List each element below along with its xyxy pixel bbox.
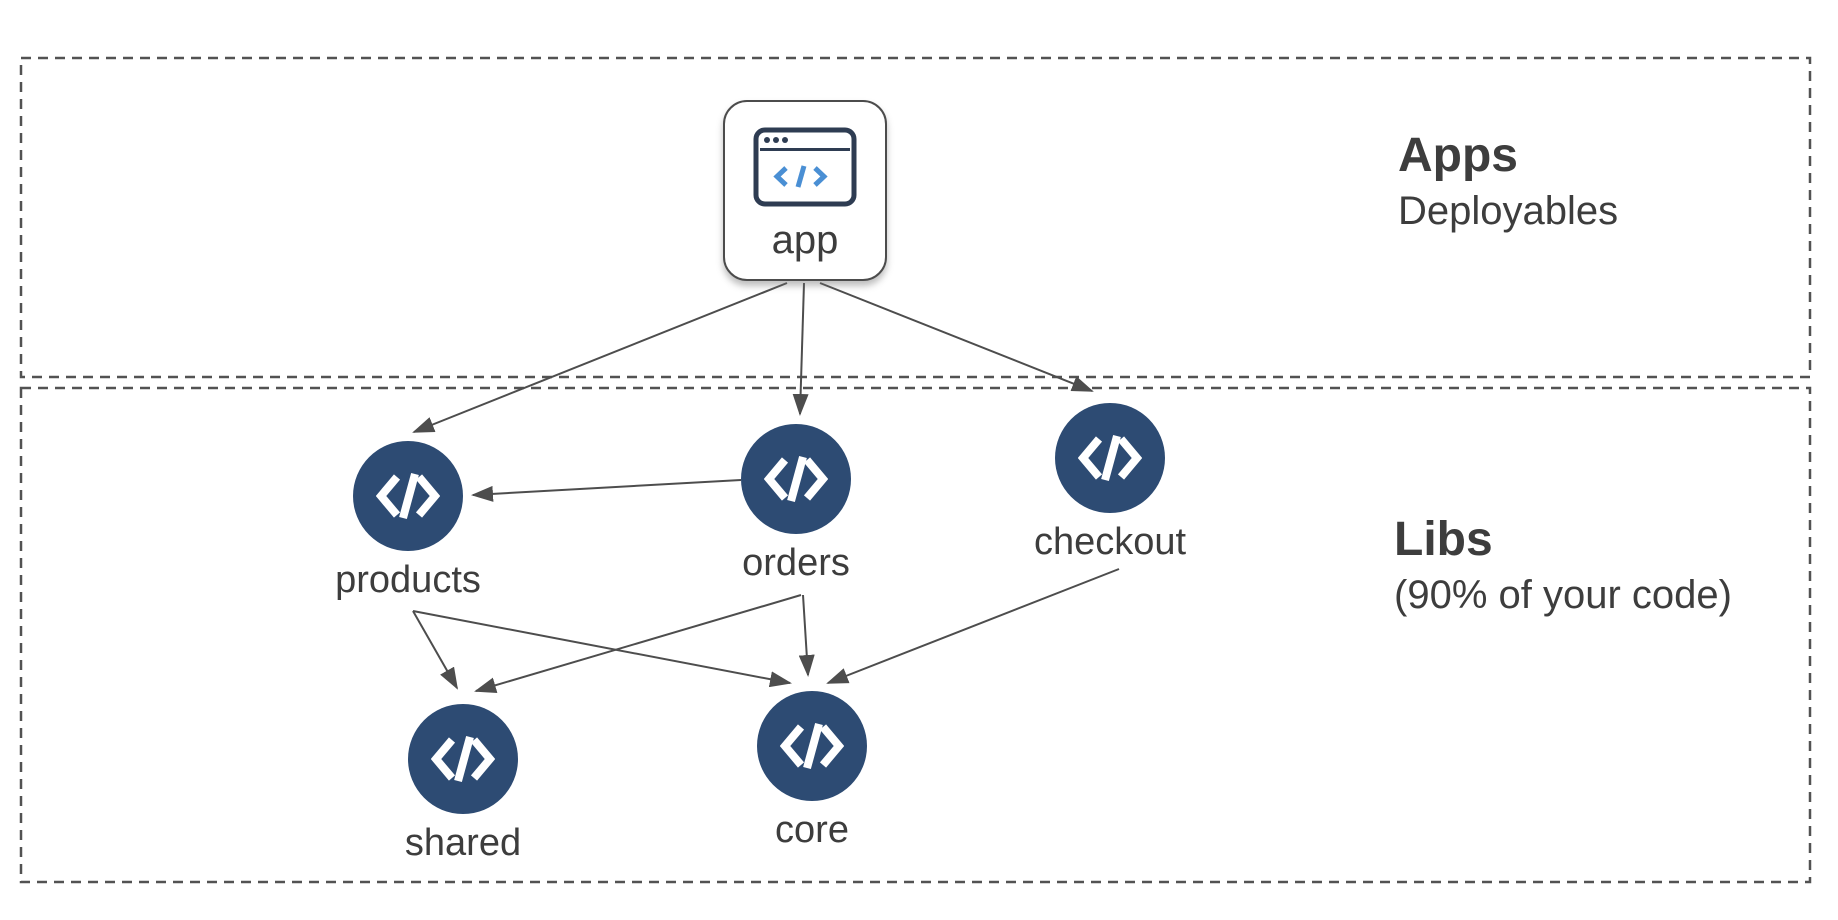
apps-section-title: Apps: [1398, 129, 1518, 182]
edge-orders-shared: [474, 594, 802, 694]
browser-window-icon: [753, 127, 857, 207]
node-app: app: [723, 100, 887, 281]
code-icon: [780, 722, 844, 770]
node-label: shared: [404, 822, 522, 864]
edge-checkout-core: [826, 568, 1120, 684]
code-icon: [431, 735, 495, 783]
libs-section-label: Libs (90% of your code): [1394, 512, 1732, 618]
code-icon: [376, 472, 440, 520]
edge-app-orders: [792, 282, 809, 416]
node-label: products: [335, 559, 481, 601]
node-label: checkout: [1033, 521, 1187, 563]
library-circle: [741, 424, 851, 534]
library-circle: [353, 441, 463, 551]
edge-products-shared: [412, 610, 458, 690]
edge-app-products: [412, 282, 788, 433]
edge-products-core: [412, 610, 792, 688]
node-checkout: checkout: [1000, 403, 1220, 561]
node-core: core: [702, 691, 922, 849]
node-orders: orders: [686, 424, 906, 582]
libs-section-title: Libs: [1394, 513, 1493, 566]
edge-orders-core: [798, 594, 815, 677]
apps-section-subtitle: Deployables: [1398, 189, 1619, 234]
node-label: core: [775, 809, 849, 851]
apps-section-label: Apps Deployables: [1398, 128, 1618, 234]
library-circle: [408, 704, 518, 814]
node-products: products: [298, 441, 518, 599]
node-label: app: [771, 218, 839, 262]
libs-section-subtitle: (90% of your code): [1394, 573, 1732, 618]
app-card: app: [723, 100, 887, 281]
code-icon: [764, 455, 828, 503]
library-circle: [757, 691, 867, 801]
node-label: orders: [742, 542, 850, 584]
library-circle: [1055, 403, 1165, 513]
node-shared: shared: [353, 704, 573, 862]
edge-app-checkout: [819, 282, 1094, 392]
code-icon: [1078, 434, 1142, 482]
